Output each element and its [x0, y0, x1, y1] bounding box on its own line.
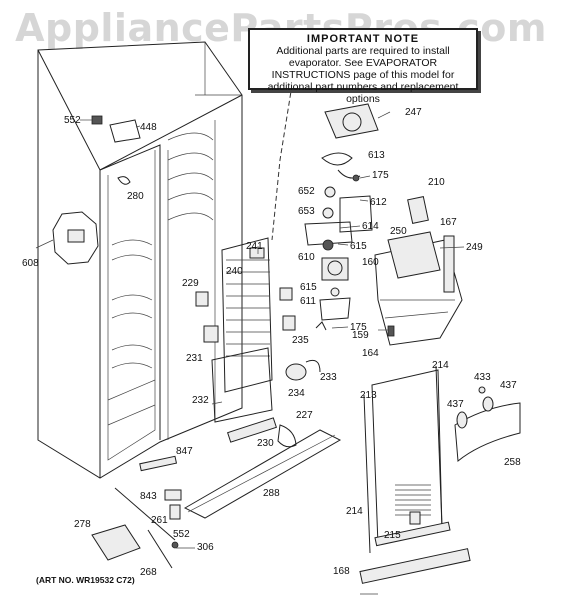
part-448-bracket: [91, 115, 141, 143]
part-label[interactable]: 653: [298, 206, 315, 217]
part-label[interactable]: 241: [246, 241, 263, 252]
part-label[interactable]: 437: [447, 399, 464, 410]
part-label[interactable]: 843: [140, 491, 157, 502]
fan-assembly: [304, 103, 379, 331]
important-note-box: IMPORTANT NOTE Additional parts are requ…: [248, 28, 478, 105]
bottom-rails: [91, 429, 342, 569]
part-label[interactable]: 214: [346, 506, 363, 517]
art-number: (ART NO. WR19532 C72): [36, 575, 135, 585]
part-label[interactable]: 614: [362, 221, 379, 232]
part-234: [285, 363, 307, 381]
part-label[interactable]: 229: [182, 278, 199, 289]
part-label[interactable]: 306: [197, 542, 214, 553]
part-label[interactable]: 164: [362, 348, 379, 359]
part-label[interactable]: 167: [440, 217, 457, 228]
light-assembly: [454, 386, 521, 462]
part-label[interactable]: 552: [173, 529, 190, 540]
part-label[interactable]: 250: [390, 226, 407, 237]
motor-housing: [374, 196, 463, 346]
part-label[interactable]: 160: [362, 257, 379, 268]
part-label[interactable]: 615: [300, 282, 317, 293]
part-label[interactable]: 232: [192, 395, 209, 406]
part-label[interactable]: 258: [504, 457, 521, 468]
part-label[interactable]: 249: [466, 242, 483, 253]
part-label[interactable]: 215: [384, 530, 401, 541]
part-label[interactable]: 214: [432, 360, 449, 371]
part-label[interactable]: 234: [288, 388, 305, 399]
part-label[interactable]: 235: [292, 335, 309, 346]
evaporator-assembly: [195, 237, 296, 423]
part-label[interactable]: 213: [360, 390, 377, 401]
part-label[interactable]: 610: [298, 252, 315, 263]
part-227: [277, 424, 297, 448]
part-label[interactable]: 240: [226, 266, 243, 277]
part-608-callout: [52, 211, 99, 265]
part-label[interactable]: 233: [320, 372, 337, 383]
important-note-body: Additional parts are required to install…: [267, 45, 459, 105]
part-label[interactable]: 552: [64, 115, 81, 126]
part-label[interactable]: 247: [405, 107, 422, 118]
part-label[interactable]: 278: [74, 519, 91, 530]
part-label[interactable]: 230: [257, 438, 274, 449]
cover-panel: [359, 365, 471, 584]
leader-lines: [80, 111, 465, 595]
part-label[interactable]: 231: [186, 353, 203, 364]
part-label[interactable]: 168: [333, 566, 350, 577]
important-note-title: IMPORTANT NOTE: [306, 33, 420, 45]
part-label[interactable]: 611: [300, 296, 316, 307]
part-label[interactable]: 613: [368, 150, 385, 161]
part-label[interactable]: 288: [263, 488, 280, 499]
part-label[interactable]: 652: [298, 186, 315, 197]
part-230: [226, 417, 278, 443]
part-label[interactable]: 615: [350, 241, 367, 252]
part-label[interactable]: 437: [500, 380, 517, 391]
part-label[interactable]: 175: [372, 170, 389, 181]
part-label[interactable]: 210: [428, 177, 445, 188]
part-label[interactable]: 608: [22, 258, 39, 269]
part-label[interactable]: 433: [474, 372, 491, 383]
part-label[interactable]: 612: [370, 197, 387, 208]
cabinet-drawing: [37, 41, 243, 479]
guide-line: [271, 84, 293, 241]
part-label[interactable]: 159: [352, 330, 369, 341]
part-label[interactable]: 175: [350, 322, 367, 333]
part-label[interactable]: 227: [296, 410, 313, 421]
part-label[interactable]: 847: [176, 446, 193, 457]
part-280: [117, 176, 131, 185]
part-label[interactable]: 268: [140, 567, 157, 578]
part-label[interactable]: 448: [140, 122, 157, 133]
part-label[interactable]: 280: [127, 191, 144, 202]
part-label[interactable]: 261: [151, 515, 168, 526]
